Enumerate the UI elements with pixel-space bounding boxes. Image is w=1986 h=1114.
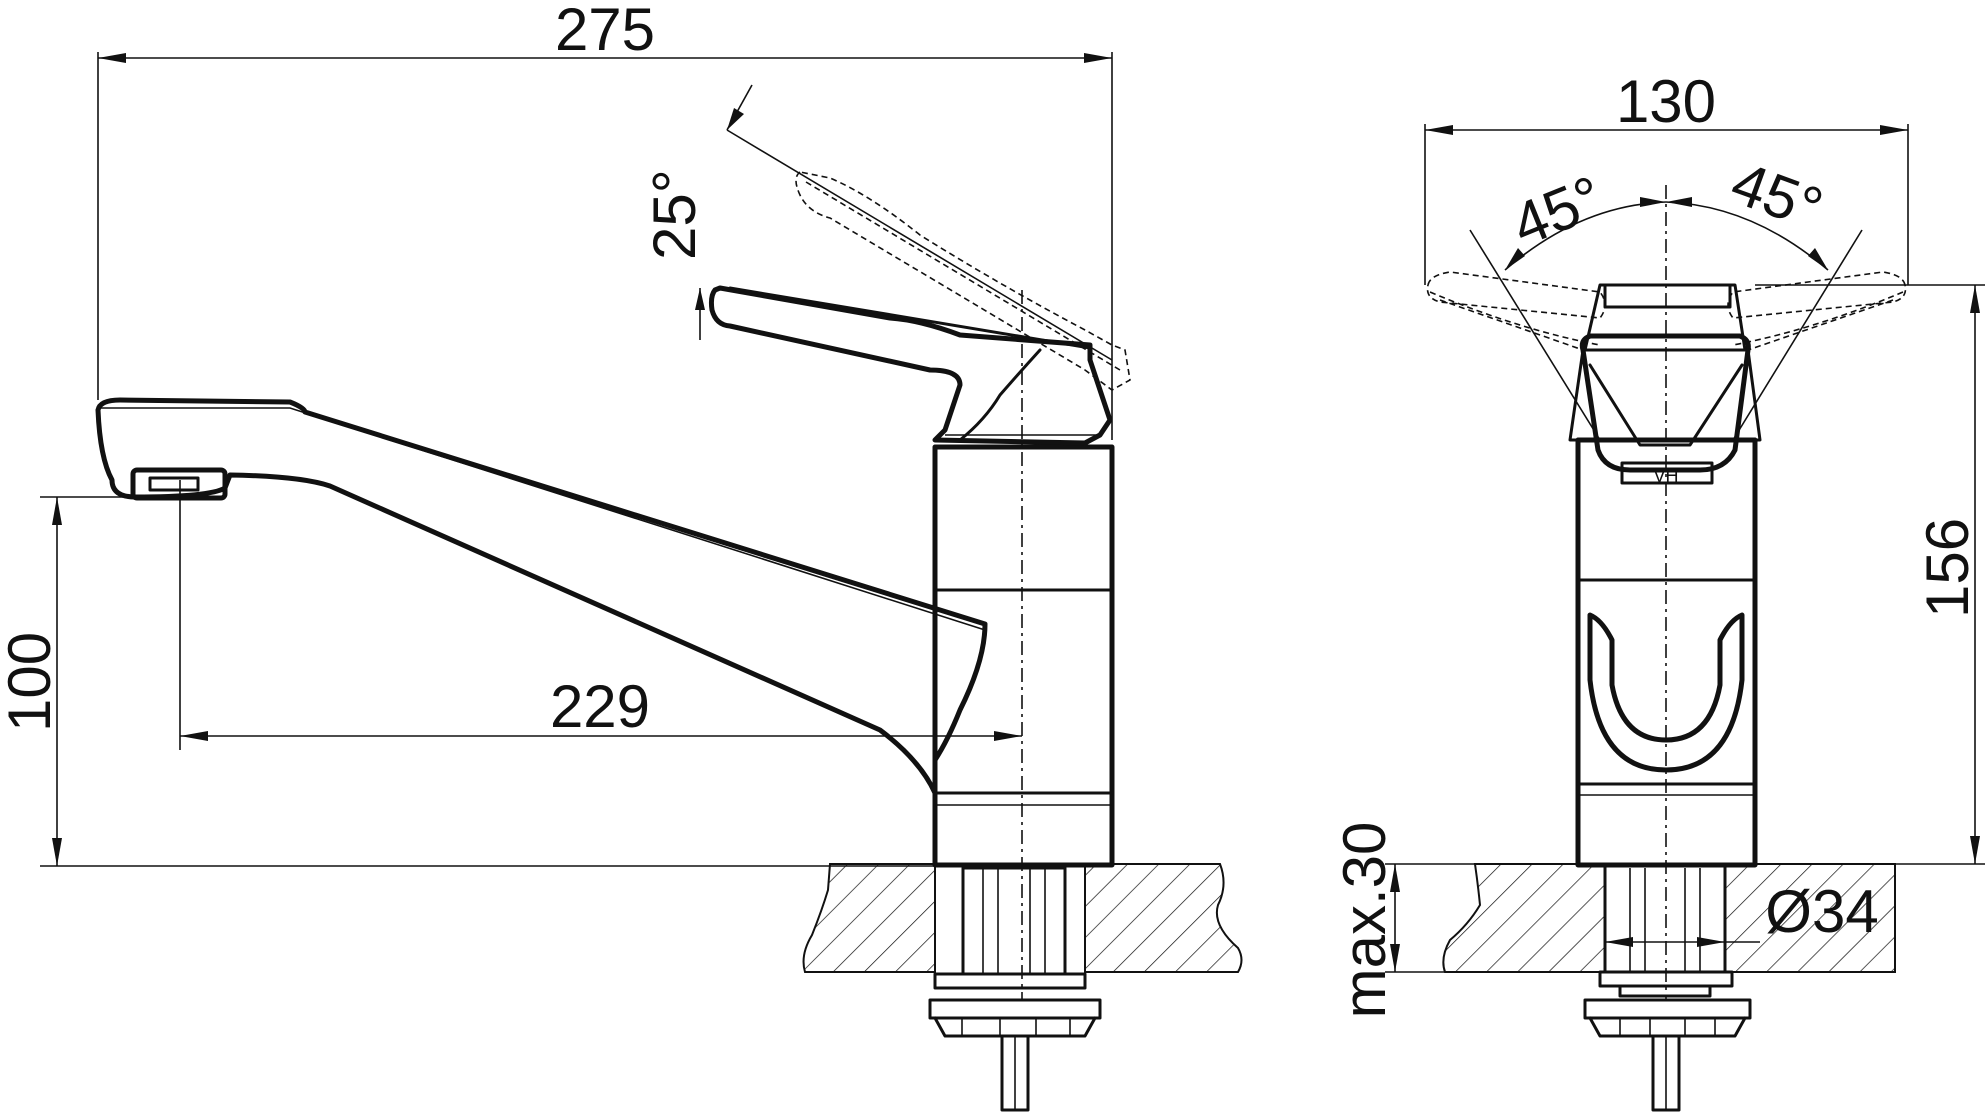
- countertop-section-left: [802, 863, 936, 973]
- spout: [95, 397, 988, 796]
- dim-total-height: 156: [1755, 284, 1985, 865]
- dim-130-label: 130: [1616, 68, 1716, 135]
- dim-275-label: 275: [555, 0, 655, 63]
- dim-45deg-left-label: 45°: [1503, 163, 1612, 259]
- dim-45deg-right-label: 45°: [1723, 149, 1831, 243]
- dim-shank-diameter: Ø34: [1605, 878, 1879, 947]
- dim-d34-label: Ø34: [1765, 878, 1878, 945]
- dim-25deg-label: 25°: [641, 169, 708, 260]
- dim-100-label: 100: [0, 632, 63, 732]
- dim-max30-label: max.30: [1331, 822, 1398, 1019]
- dim-swivel-angles: 45° 45°: [1503, 149, 1831, 271]
- lever-raised-position: [795, 171, 1131, 391]
- dim-total-width: 130: [1424, 68, 1909, 285]
- front-countertop-left: [1442, 863, 1606, 973]
- dim-156-label: 156: [1914, 518, 1981, 618]
- front-lever-swing: [1426, 271, 1907, 351]
- lever-handle: [708, 285, 1113, 446]
- dim-lever-angle: 25°: [641, 84, 1113, 361]
- dim-max-deck-thickness: max.30: [1331, 822, 1605, 1019]
- mounting-shank: [928, 866, 1102, 1112]
- countertop-section-right: [1084, 863, 1243, 973]
- front-lever-head: VH: [1568, 283, 1762, 486]
- dim-229-label: 229: [550, 673, 650, 740]
- faucet-body: [932, 444, 1115, 868]
- dim-overall-length: 275: [97, 0, 1113, 440]
- front-mounting-shank: [1583, 862, 1752, 1112]
- side-view: 275 25° 229 100: [0, 0, 1243, 1112]
- dim-spout-reach: 229: [179, 480, 1022, 750]
- dim-spout-height: 100: [0, 496, 935, 867]
- front-view: VH 130: [1331, 68, 1985, 1112]
